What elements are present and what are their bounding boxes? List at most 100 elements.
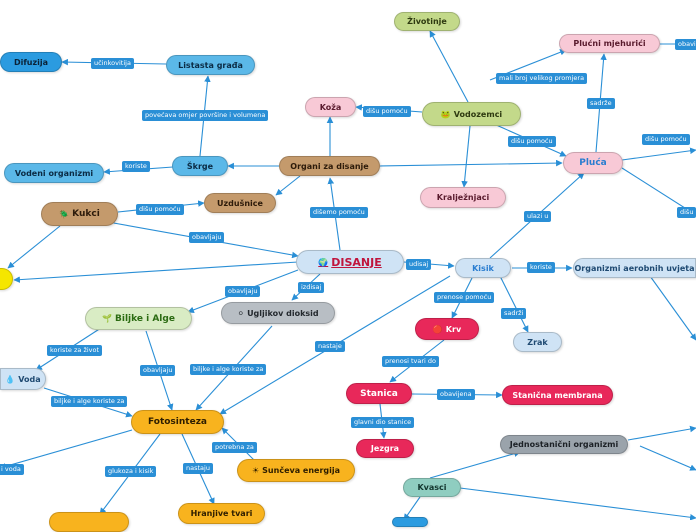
water-drop-icon: 💧	[5, 374, 16, 384]
sprout-icon: 🌱	[102, 314, 113, 323]
node-stanica[interactable]: Stanica	[346, 383, 412, 404]
node-plucni[interactable]: Plućni mjehurići	[559, 34, 660, 53]
edge-kukci-left	[7, 225, 61, 269]
node-ugljikov[interactable]: ⚪ Ugljikov dioksid	[221, 302, 335, 324]
node-pluca[interactable]: Pluća	[563, 152, 623, 174]
edge-label-disu-koza: dišu pomoću	[363, 106, 411, 117]
node-hranjive-label: Hranjive tvari	[190, 509, 253, 518]
edge-pluca-right1	[621, 147, 696, 161]
edge-label-obavljaju-left: obavljaju	[225, 286, 261, 297]
node-jednostanicni[interactable]: Jednostanični organizmi	[500, 435, 628, 454]
edge-jednostanicni-right	[627, 425, 696, 441]
node-pluca-label: Pluća	[579, 158, 607, 168]
edge-label-izdisaj: izdisaj	[298, 282, 325, 293]
node-krv[interactable]: 🔴 Krv	[415, 318, 479, 340]
beetle-icon: 🪲	[59, 209, 70, 219]
node-zivotinje-label: Životinje	[407, 17, 447, 26]
edge-vodozemci-zivotinje	[429, 30, 469, 103]
node-krv-label: Krv	[445, 324, 462, 334]
node-uzdusnice[interactable]: Uzdušnice	[204, 193, 276, 213]
node-vodozemci[interactable]: 🐸 Vodozemci	[422, 102, 521, 126]
molecule-icon: ⚪	[237, 308, 245, 318]
node-jezgra[interactable]: Jezgra	[356, 439, 414, 458]
node-kukci[interactable]: 🪲 Kukci	[41, 202, 118, 226]
edge-label-koriste-zivot: koriste za život	[47, 345, 103, 356]
node-organi[interactable]: Organi za disanje	[279, 156, 380, 176]
frog-icon: 🐸	[440, 109, 451, 119]
edge-label-obavi-right: obavi	[675, 39, 696, 50]
edge-label-glavni: glavni dio stanice	[351, 417, 415, 428]
node-aerobni[interactable]: Organizmi aerobnih uvjeta	[573, 258, 696, 278]
node-organi-label: Organi za disanje	[290, 161, 369, 171]
edge-label-ucinkovitija: učinkovitija	[91, 58, 134, 69]
node-vodeni[interactable]: Vodeni organizmi	[4, 163, 104, 183]
node-disanje[interactable]: 🌍 DISANJE	[296, 250, 404, 274]
edge-foto-left	[0, 429, 133, 470]
edge-label-i-voda: i voda	[0, 464, 24, 475]
node-stanica-label: Stanica	[360, 388, 398, 399]
node-skrge[interactable]: Škrge	[172, 156, 228, 176]
blood-drop-icon: 🔴	[432, 324, 443, 334]
node-jezgra-label: Jezgra	[370, 444, 400, 453]
node-voda[interactable]: 💧 Voda	[0, 368, 46, 390]
node-difuzija-label: Difuzija	[13, 57, 49, 67]
node-membrana-label: Stanična membrana	[512, 390, 603, 400]
edge-vodozemci-kralj	[461, 125, 471, 188]
edge-label-povecava: povećava omjer površine i volumena	[142, 110, 269, 121]
edge-organi-uzdusnice	[275, 175, 301, 196]
node-fotosinteza[interactable]: Fotosinteza	[131, 410, 224, 434]
edge-label-ulazi: ulazi u	[524, 211, 552, 222]
node-koza[interactable]: Koža	[305, 97, 356, 117]
node-partial-blue-bottom[interactable]	[392, 517, 428, 527]
node-hranjive[interactable]: Hranjive tvari	[178, 503, 265, 524]
edge-label-glukoza: glukoza i kisik	[105, 466, 157, 477]
node-kraljeznjaci[interactable]: Kralježnjaci	[420, 187, 506, 208]
node-kisik-label: Kisik	[472, 263, 494, 273]
edge-label-udisaj: udisaj	[406, 259, 432, 270]
edge-label-biljke-ugljikov: biljke i alge koriste za	[190, 364, 267, 375]
edge-kisik-zrak	[499, 275, 529, 333]
edge-aerobni-right	[649, 275, 696, 341]
node-suncevа-label: Sunčeva energija	[262, 466, 340, 475]
node-uzdusnice-label: Uzdušnice	[217, 198, 263, 208]
edge-label-mali-broj: mali broj velikog promjera	[496, 73, 588, 84]
sun-icon: ☀	[252, 466, 260, 475]
node-kvasci[interactable]: Kvasci	[403, 478, 461, 497]
node-kvasci-label: Kvasci	[417, 483, 447, 492]
edge-label-koriste-aerobni: koriste	[527, 262, 555, 273]
edge-label-obavljaju-kukci: obavljaju	[189, 232, 225, 243]
edge-label-potrebna: potrebna za	[212, 442, 257, 453]
edge-label-biljke-voda: biljke i alge koriste za	[51, 396, 128, 407]
node-zrak[interactable]: Zrak	[513, 332, 562, 352]
edge-label-disu-right2: dišu	[677, 207, 696, 218]
node-listasta-label: Listasta građa	[178, 60, 243, 70]
node-plucni-label: Plućni mjehurići	[573, 39, 646, 48]
edge-label-prenose: prenose pomoću	[434, 292, 495, 303]
node-suncevа[interactable]: ☀ Sunčeva energija	[237, 459, 355, 482]
edge-label-disemo: dišemo pomoću	[310, 207, 368, 218]
node-difuzija[interactable]: Difuzija	[0, 52, 62, 72]
node-membrana[interactable]: Stanična membrana	[502, 385, 613, 405]
node-skrge-label: Škrge	[186, 161, 214, 171]
node-disanje-label: DISANJE	[331, 255, 382, 269]
node-vodeni-label: Vodeni organizmi	[14, 168, 94, 178]
edge-label-disu-kukci: dišu pomoću	[136, 204, 184, 215]
edge-kvasci-jedno	[429, 450, 521, 479]
edge-label-nastaje: nastaje	[315, 341, 345, 352]
node-zivotinje[interactable]: Životinje	[394, 12, 460, 31]
node-koza-label: Koža	[319, 102, 342, 112]
node-jednostanicni-label: Jednostanični organizmi	[509, 440, 619, 449]
edge-label-prenosi: prenosi tvari do	[382, 356, 440, 367]
node-partial-orange-bottom[interactable]	[49, 512, 129, 532]
globe-icon: 🌍	[318, 257, 329, 267]
node-biljke-label: Biljke i Alge	[115, 313, 175, 324]
node-kisik[interactable]: Kisik	[455, 258, 511, 278]
node-biljke[interactable]: 🌱 Biljke i Alge	[85, 307, 192, 330]
node-vodozemci-label: Vodozemci	[453, 109, 503, 119]
edge-label-obavljaju-biljke: obavljaju	[140, 365, 176, 376]
node-listasta[interactable]: Listasta građa	[166, 55, 255, 75]
node-kukci-label: Kukci	[72, 209, 100, 219]
edge-kvasci-down	[403, 496, 421, 520]
edge-label-disu-right: dišu pomoću	[642, 134, 690, 145]
node-fotosinteza-label: Fotosinteza	[147, 417, 208, 427]
